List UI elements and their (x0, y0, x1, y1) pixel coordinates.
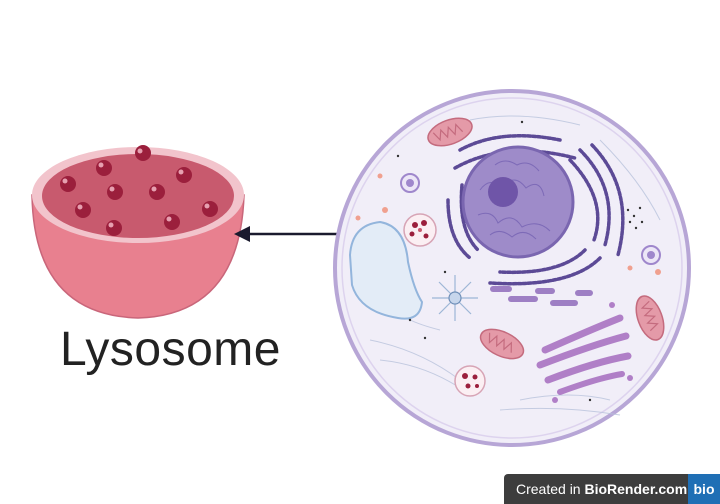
centrosome (432, 275, 478, 321)
animal-cell (333, 89, 691, 447)
biorender-watermark[interactable]: Created in BioRender.com bio (504, 474, 720, 504)
lysosome-illustration (31, 145, 245, 319)
lysosome-granules (60, 145, 218, 236)
watermark-prefix: Created in (516, 481, 585, 497)
nucleus (461, 145, 575, 259)
watermark-brand: BioRender.com (584, 481, 688, 497)
nucleolus (488, 177, 518, 207)
cell-lysosome-2 (454, 365, 486, 397)
vesicles (355, 173, 661, 275)
endoplasmic-reticulum (446, 134, 625, 286)
mitochondria (427, 117, 665, 360)
biorender-logo-icon: bio (688, 474, 720, 504)
ribosomes (396, 120, 644, 402)
cell-lysosome (403, 213, 437, 247)
golgi-apparatus (536, 302, 633, 403)
lysosome-lumen (42, 154, 234, 238)
vacuole (348, 220, 424, 320)
lysosome-label: Lysosome (60, 323, 281, 376)
